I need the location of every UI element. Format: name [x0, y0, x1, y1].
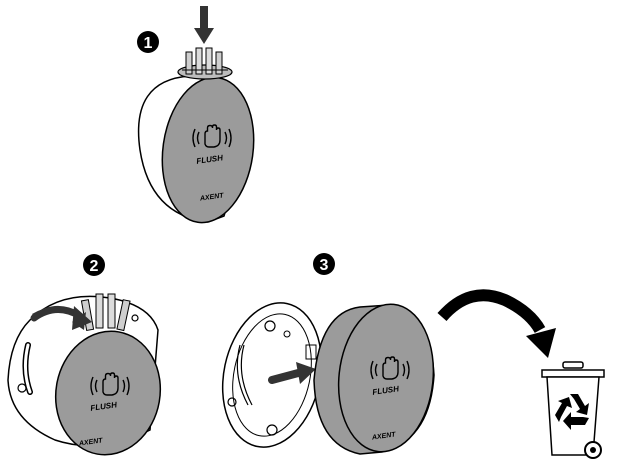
device-step-3: FLUSH AXENT: [314, 299, 440, 456]
step-1: 1 FLUSH AXENT: [137, 6, 263, 229]
mounting-clip: [178, 48, 232, 79]
step-3-number: 3: [320, 257, 329, 274]
step-1-number: 1: [144, 35, 153, 52]
step-2-number: 2: [90, 258, 99, 275]
recycling-bin-icon: [542, 362, 604, 458]
step-2: 2 FLUSH AXENT: [8, 254, 170, 463]
curved-discard-arrow-icon: [442, 295, 556, 358]
device-step-1: FLUSH AXENT: [139, 48, 263, 229]
down-arrow-icon: [194, 6, 214, 44]
step-3: 3 FLUSH AXENT: [210, 253, 604, 458]
